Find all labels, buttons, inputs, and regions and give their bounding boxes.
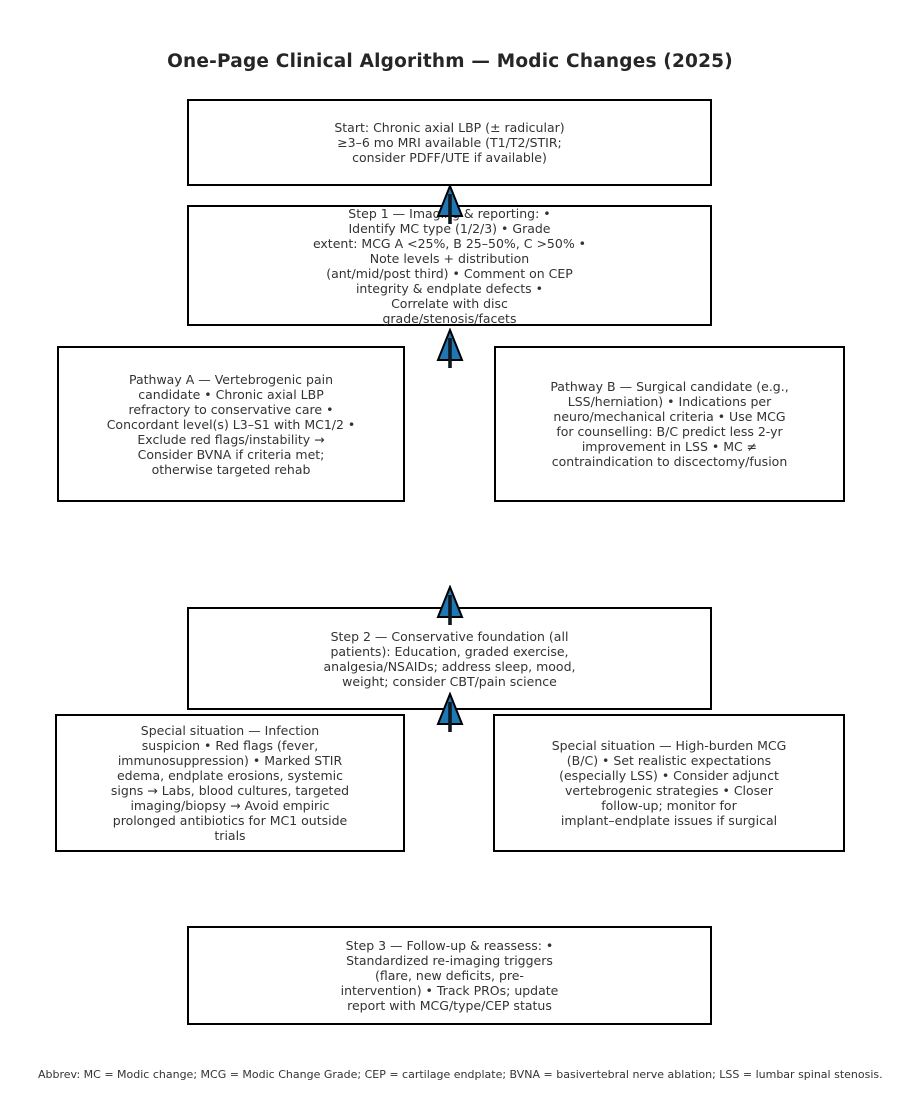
step3-box: Step 3 — Follow-up & reassess: • Standar… [187, 926, 712, 1025]
special-infection-box: Special situation — Infection suspicion … [55, 714, 405, 852]
step1-box: Step 1 — Imaging & reporting: • Identify… [187, 205, 712, 326]
pathway-a-box-text: Pathway A — Vertebrogenic pain candidate… [106, 371, 356, 477]
page-title: One-Page Clinical Algorithm — Modic Chan… [167, 51, 733, 72]
abbreviations-footnote: Abbrev: MC = Modic change; MCG = Modic C… [38, 1068, 883, 1081]
start-box: Start: Chronic axial LBP (± radicular) ≥… [187, 99, 712, 186]
pathway-b-box-text: Pathway B — Surgical candidate (e.g., LS… [550, 379, 789, 469]
step2-box-text: Step 2 — Conservative foundation (all pa… [323, 628, 576, 689]
special-high-burden-box: Special situation — High-burden MCG (B/C… [493, 714, 845, 852]
step1-box-text: Step 1 — Imaging & reporting: • Identify… [312, 205, 587, 326]
special-high-burden-box-text: Special situation — High-burden MCG (B/C… [551, 738, 787, 828]
step3-box-text: Step 3 — Follow-up & reassess: • Standar… [340, 938, 559, 1013]
special-infection-box-text: Special situation — Infection suspicion … [110, 723, 350, 843]
step2-box: Step 2 — Conservative foundation (all pa… [187, 607, 712, 710]
arrow-up-icon [436, 328, 464, 368]
pathway-b-box: Pathway B — Surgical candidate (e.g., LS… [494, 346, 845, 502]
start-box-text: Start: Chronic axial LBP (± radicular) ≥… [334, 120, 565, 165]
pathway-a-box: Pathway A — Vertebrogenic pain candidate… [57, 346, 405, 502]
